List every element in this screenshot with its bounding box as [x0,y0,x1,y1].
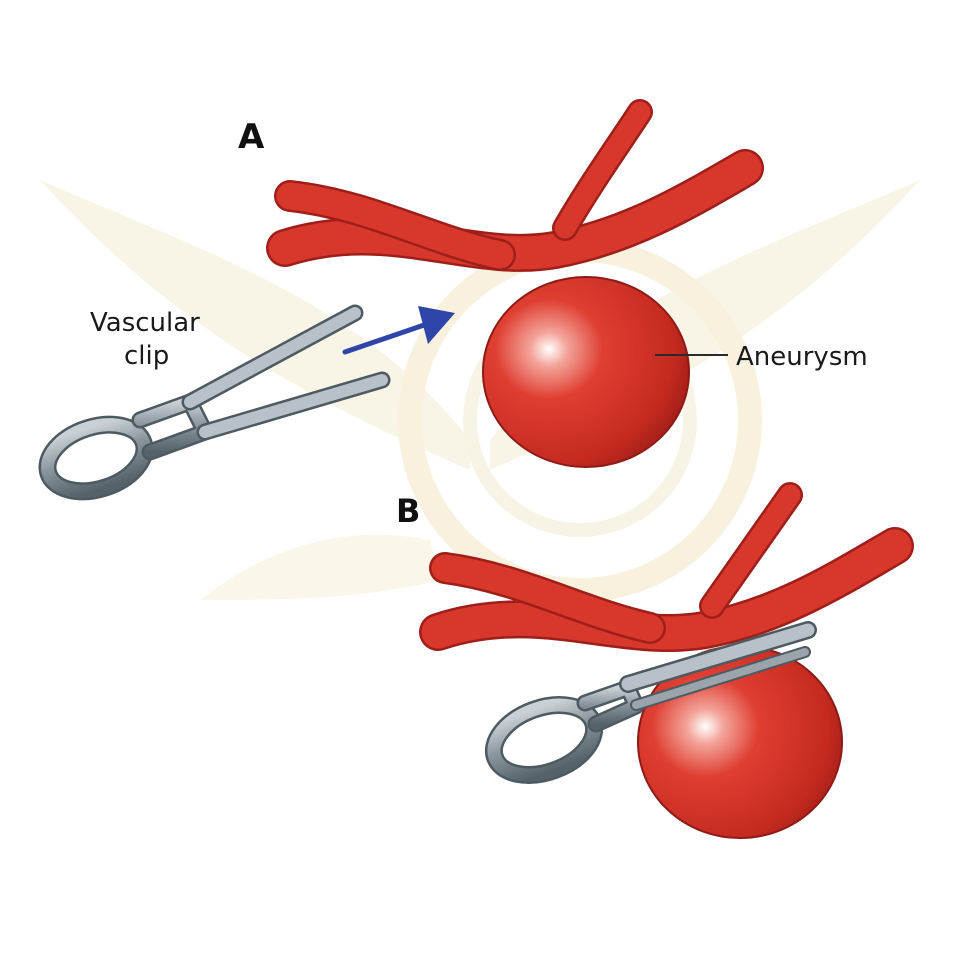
vascular-clip-label-line2: clip [124,341,169,371]
panel-a-aneurysm-sac [483,277,689,467]
panel-b-letter: B [396,492,420,530]
vascular-clip-label-line1: Vascular [90,308,200,338]
aneurysm-label: Aneurysm [736,342,868,372]
panel-a-letter: A [238,117,265,157]
panel-a-artery [285,112,745,255]
